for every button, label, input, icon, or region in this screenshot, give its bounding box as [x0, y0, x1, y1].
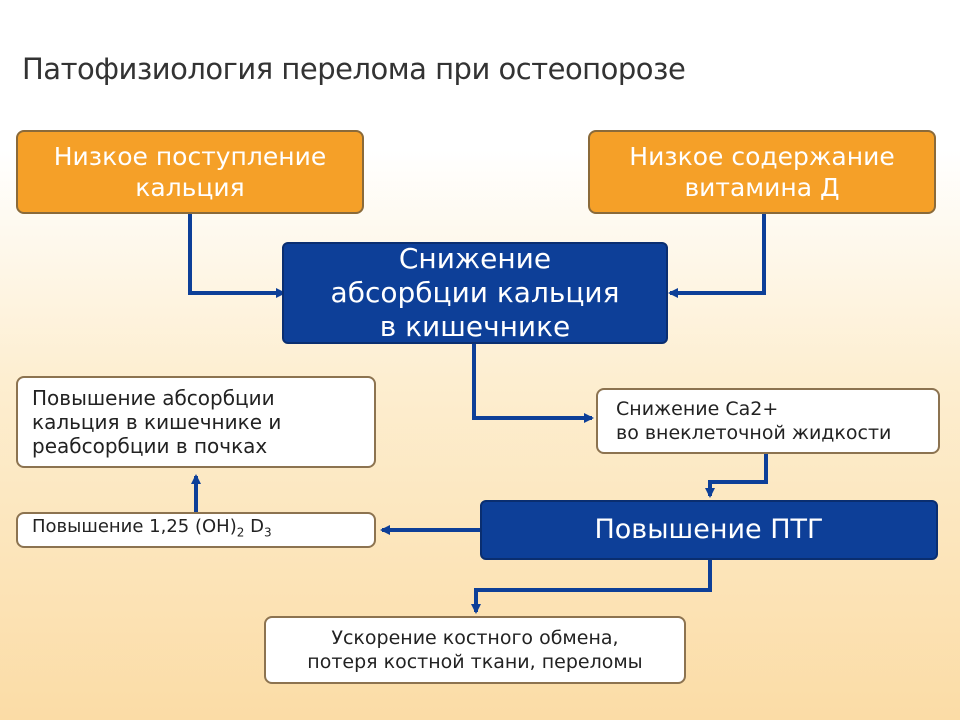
page-title: Патофизиология перелома при остеопорозе [22, 52, 686, 86]
node-low-calcium-line1: Низкое поступление [53, 142, 327, 171]
node-low-vitamin-d: Низкое содержание витамина Д [588, 130, 936, 214]
node-bone-line1: Ускорение костного обмена, [331, 627, 619, 649]
node-bone-turnover: Ускорение костного обмена, потеря костно… [264, 616, 686, 684]
node-low-calcium-line2: кальция [135, 173, 245, 202]
node-calcitriol-sub2: 3 [263, 525, 272, 540]
node-absorption-line1: Снижение [398, 242, 552, 275]
arrow-vitd-to-absorption [668, 214, 766, 298]
node-calcitriol-prefix: Повышение 1,25 (OH) [32, 516, 237, 538]
node-bone-line2: потеря костной ткани, переломы [307, 651, 643, 673]
arrow-absorption-to-ca [472, 344, 594, 423]
node-absorption-line2: абсорбции кальция [330, 276, 620, 309]
node-reabsorption-line1: Повышение абсорбции [32, 386, 275, 410]
node-calcitriol-sub1: 2 [236, 525, 245, 540]
node-calcitriol-mid: D [244, 516, 264, 538]
node-low-vitd-line2: витамина Д [684, 173, 840, 202]
arrow-ca-to-pth [705, 454, 768, 498]
arrow-pth-to-bone [471, 560, 712, 614]
node-absorption-decrease: Снижение абсорбции кальция в кишечнике [282, 242, 668, 344]
node-absorption-line3: в кишечнике [379, 310, 571, 343]
node-pth-label: Повышение ПТГ [594, 514, 824, 545]
node-ca-decrease: Снижение Ca2+ во внеклеточной жидкости [596, 388, 940, 454]
arrow-calcium-to-absorption [188, 214, 286, 298]
node-pth-increase: Повышение ПТГ [480, 500, 938, 560]
node-reabsorption-increase: Повышение абсорбции кальция в кишечнике … [16, 376, 376, 468]
node-reabsorption-line3: реабсорбции в почках [32, 434, 268, 458]
node-low-calcium-intake: Низкое поступление кальция [16, 130, 364, 214]
node-calcitriol-increase: Повышение 1,25 (OH)2 D3 [16, 512, 376, 548]
node-ca-line2: во внеклеточной жидкости [616, 422, 892, 444]
node-low-vitd-line1: Низкое содержание [629, 142, 895, 171]
node-reabsorption-line2: кальция в кишечнике и [32, 410, 282, 434]
node-ca-line1: Снижение Ca2+ [616, 398, 779, 420]
